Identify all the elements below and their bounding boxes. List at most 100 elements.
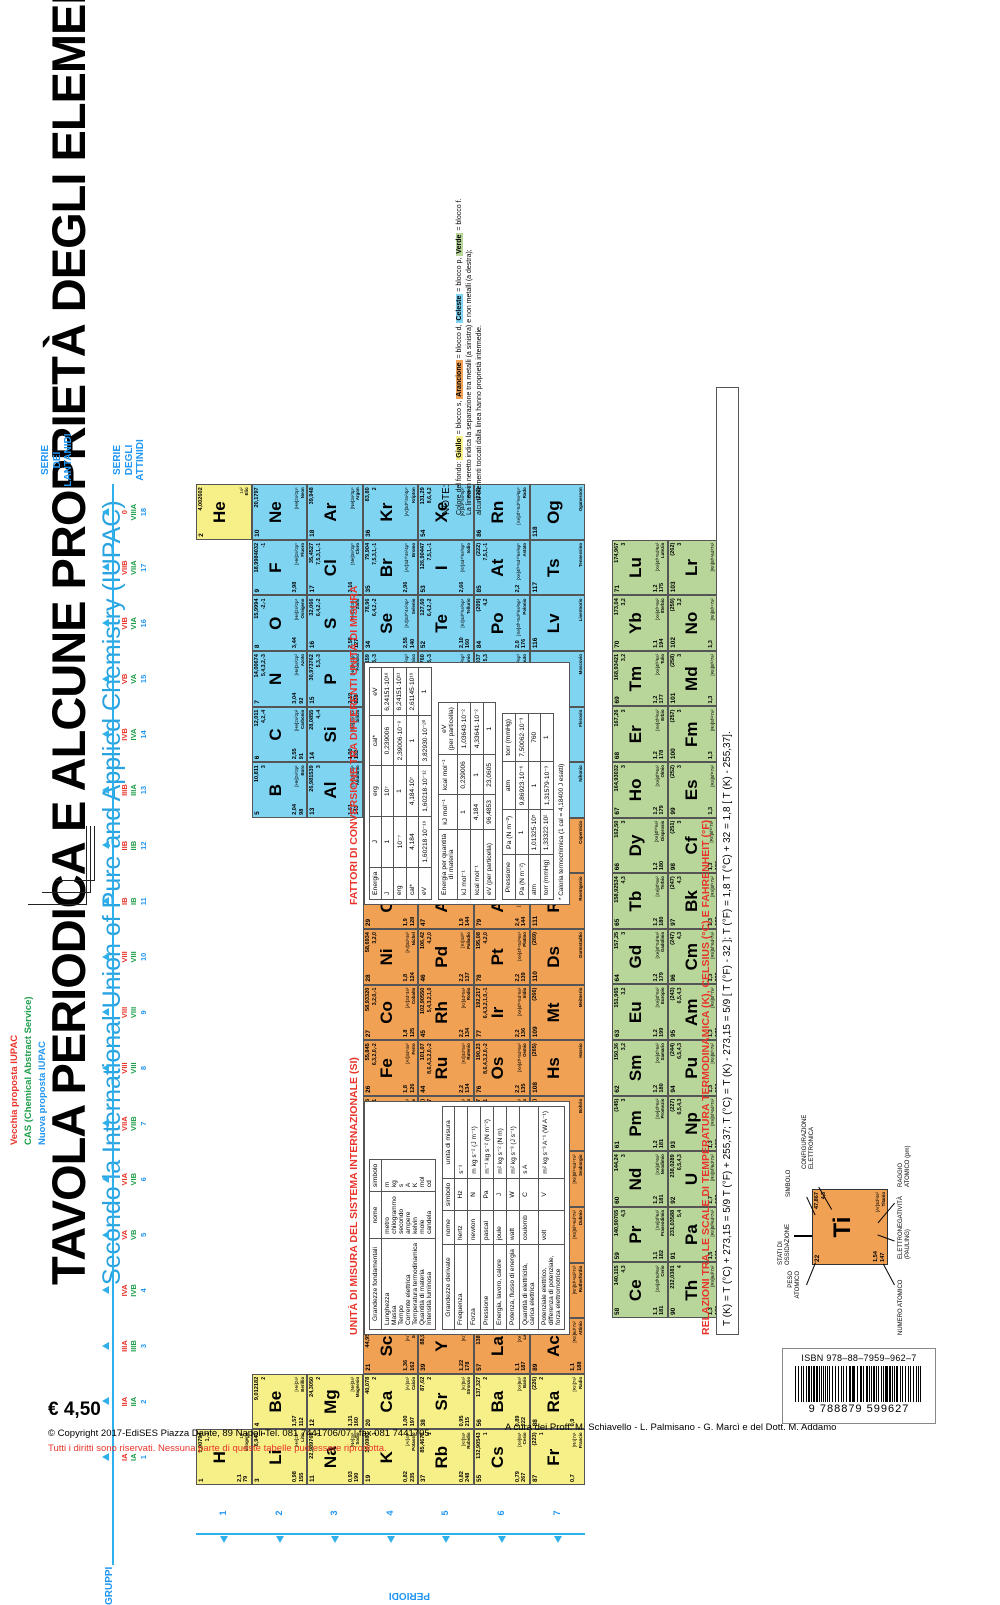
element-radius: 134 [465, 1084, 471, 1093]
barcode-bar [878, 1366, 879, 1402]
periodi-arrow [442, 1536, 450, 1543]
group-cas-label: VIA [129, 596, 138, 652]
element-electronegativity: 2,2 [515, 585, 521, 593]
col-nome: nome [370, 1192, 382, 1239]
element-name: Erbio [660, 709, 665, 720]
element-mass: (265) [532, 1043, 538, 1056]
rights-line: Tutti i diritti sono riservati. Nessuna … [48, 1442, 430, 1457]
element-radius: 178 [659, 750, 665, 759]
element-mass: 158,92534 [614, 876, 620, 902]
element-symbol: Rh [433, 986, 450, 1040]
element-config: [Xe]4f⁷5d¹6s² [655, 932, 660, 959]
element-name: Promezio [660, 1099, 665, 1119]
element-radius: 144 [465, 917, 471, 926]
cell-value: 1 [516, 810, 529, 855]
element-symbol: Lr [683, 541, 700, 595]
element-symbol: Nd [627, 1152, 644, 1206]
group-numbering-legend: Vecchia proposta IUPAC CAS (Chemical Abs… [8, 996, 49, 1145]
element-cell-Np[interactable]: 93(227)6,5,4,3Np1,3130[Rn]5f⁴6d¹7s²Nettu… [668, 1096, 724, 1152]
element-config: [Xe]4f¹⁴5d⁷6s² [517, 988, 522, 1017]
element-name: Radio [578, 1377, 583, 1389]
note-block: NOTE: Colore del fondo: Giallo = blocco … [440, 85, 485, 515]
empty-cell [307, 985, 363, 1041]
element-cell-Pa[interactable]: 91231,035885,4Pa1,5161[Rn]5f²6d¹7s²Proto… [668, 1207, 724, 1263]
gruppi-arrow [102, 563, 109, 571]
cell-value: 4,184 [471, 795, 484, 830]
element-config: [Xe]4f¹⁰6s² [654, 821, 660, 843]
element-symbol: Am [683, 985, 700, 1039]
cell-row-label: erg [394, 867, 407, 899]
cell-value: 6,24151·10¹⁸ [382, 668, 394, 715]
element-electronegativity: 1,22 [459, 1360, 465, 1371]
element-mass: 231,03588 [670, 1210, 676, 1236]
element-symbol: Lv [545, 597, 562, 651]
barcode-bar [905, 1366, 906, 1402]
empty-cell [196, 1096, 252, 1152]
element-cell-U[interactable]: 92238,02896,5,4,3U1,7138[Rn]5f³6d¹7s²Ura… [668, 1151, 724, 1207]
element-electronegativity: 2,2 [515, 1085, 521, 1093]
element-cell-Lr[interactable]: 103(262)3Lr[Rn]5f¹⁴6d¹7s²Laurenzio [668, 540, 724, 596]
element-config: [Kr]4d¹⁰5s²5p⁴ [460, 599, 466, 628]
element-name: Olmio [660, 765, 665, 777]
